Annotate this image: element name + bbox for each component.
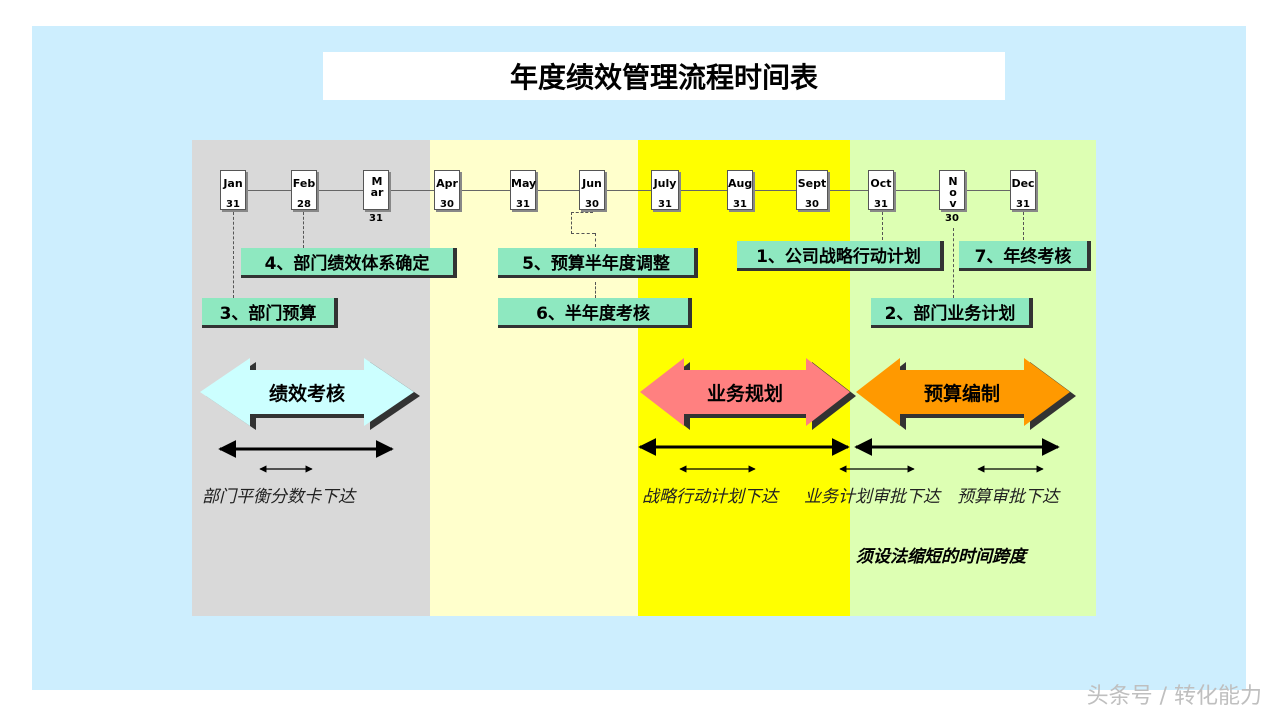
month-name: Jun <box>582 177 602 190</box>
month-day: 31 <box>658 199 672 210</box>
step-7-box: 7、年终考核 <box>959 241 1091 271</box>
month-day: 30 <box>805 199 819 210</box>
budget-arrow <box>856 358 1070 426</box>
connector-jun-h1 <box>571 212 593 213</box>
month-day: 31 <box>516 199 530 210</box>
month-marker-aug: Aug 31 <box>727 170 753 210</box>
step-5-box: 5、预算半年度调整 <box>498 248 698 278</box>
zone-q2 <box>430 140 638 616</box>
month-name: Dec <box>1011 177 1035 190</box>
watermark: 头条号 / 转化能力 <box>1086 684 1262 709</box>
month-day: 30 <box>440 199 454 210</box>
month-name: Oct <box>870 177 892 190</box>
month-marker-mar: Mar 31 <box>363 170 389 224</box>
month-marker-jun: Jun 30 <box>579 170 605 210</box>
step-3-box: 3、部门预算 <box>202 298 338 328</box>
connector-feb <box>303 212 304 248</box>
month-marker-jan: Jan 31 <box>220 170 246 210</box>
month-name: July <box>653 177 677 190</box>
month-marker-may: May 31 <box>510 170 536 210</box>
month-marker-oct: Oct 31 <box>868 170 894 210</box>
connector-jun-b <box>595 233 596 247</box>
performance-arrow-label: 绩效考核 <box>268 383 345 405</box>
budget-approval-label: 预算审批下达 <box>957 487 1059 507</box>
month-day: 30 <box>585 199 599 210</box>
step-2-box: 2、部门业务计划 <box>871 298 1033 328</box>
timeline-line <box>232 190 1022 191</box>
connector-jun-c <box>595 282 596 298</box>
strategy-label: 战略行动计划下达 <box>642 487 778 507</box>
step-4-box: 4、部门绩效体系确定 <box>241 248 457 278</box>
connector-jun-a <box>571 212 572 234</box>
connector-oct <box>882 212 883 240</box>
month-name: Sept <box>797 177 827 190</box>
month-marker-july: July 31 <box>651 170 679 210</box>
scorecard-label: 部门平衡分数卡下达 <box>202 487 355 507</box>
month-name: Mar <box>370 175 384 199</box>
performance-arrow <box>200 358 414 426</box>
month-marker-nov: No v 30 <box>939 170 965 224</box>
business-arrow <box>640 358 850 426</box>
month-day: 31 <box>874 199 888 210</box>
business-arrow-label: 业务规划 <box>706 383 783 405</box>
month-day: 31 <box>369 213 383 224</box>
month-day: 28 <box>297 199 311 210</box>
month-name: Feb <box>292 177 316 190</box>
month-day: 31 <box>1016 199 1030 210</box>
month-name: Aug <box>728 177 753 190</box>
month-name: Jan <box>223 177 243 190</box>
month-name: No v <box>948 175 958 210</box>
month-marker-sept: Sept 30 <box>796 170 828 210</box>
step-6-box: 6、半年度考核 <box>498 298 692 328</box>
page-title: 年度绩效管理流程时间表 <box>323 52 1005 100</box>
month-name: Apr <box>436 177 458 190</box>
connector-jun-h2 <box>571 233 595 234</box>
business-approval-label: 业务计划审批下达 <box>804 487 940 507</box>
month-marker-feb: Feb 28 <box>291 170 317 210</box>
month-day: 30 <box>945 213 959 224</box>
budget-arrow-label: 预算编制 <box>923 383 1000 405</box>
month-marker-dec: Dec 31 <box>1010 170 1036 210</box>
connector-dec <box>1023 212 1024 240</box>
month-day: 31 <box>226 199 240 210</box>
note-text: 须设法缩短的时间跨度 <box>856 547 1026 567</box>
step-1-box: 1、公司战略行动计划 <box>737 241 944 271</box>
connector-nov <box>953 228 954 298</box>
month-marker-apr: Apr 30 <box>434 170 460 210</box>
connector-jan <box>233 212 234 298</box>
month-day: 31 <box>733 199 747 210</box>
month-name: May <box>511 177 537 190</box>
